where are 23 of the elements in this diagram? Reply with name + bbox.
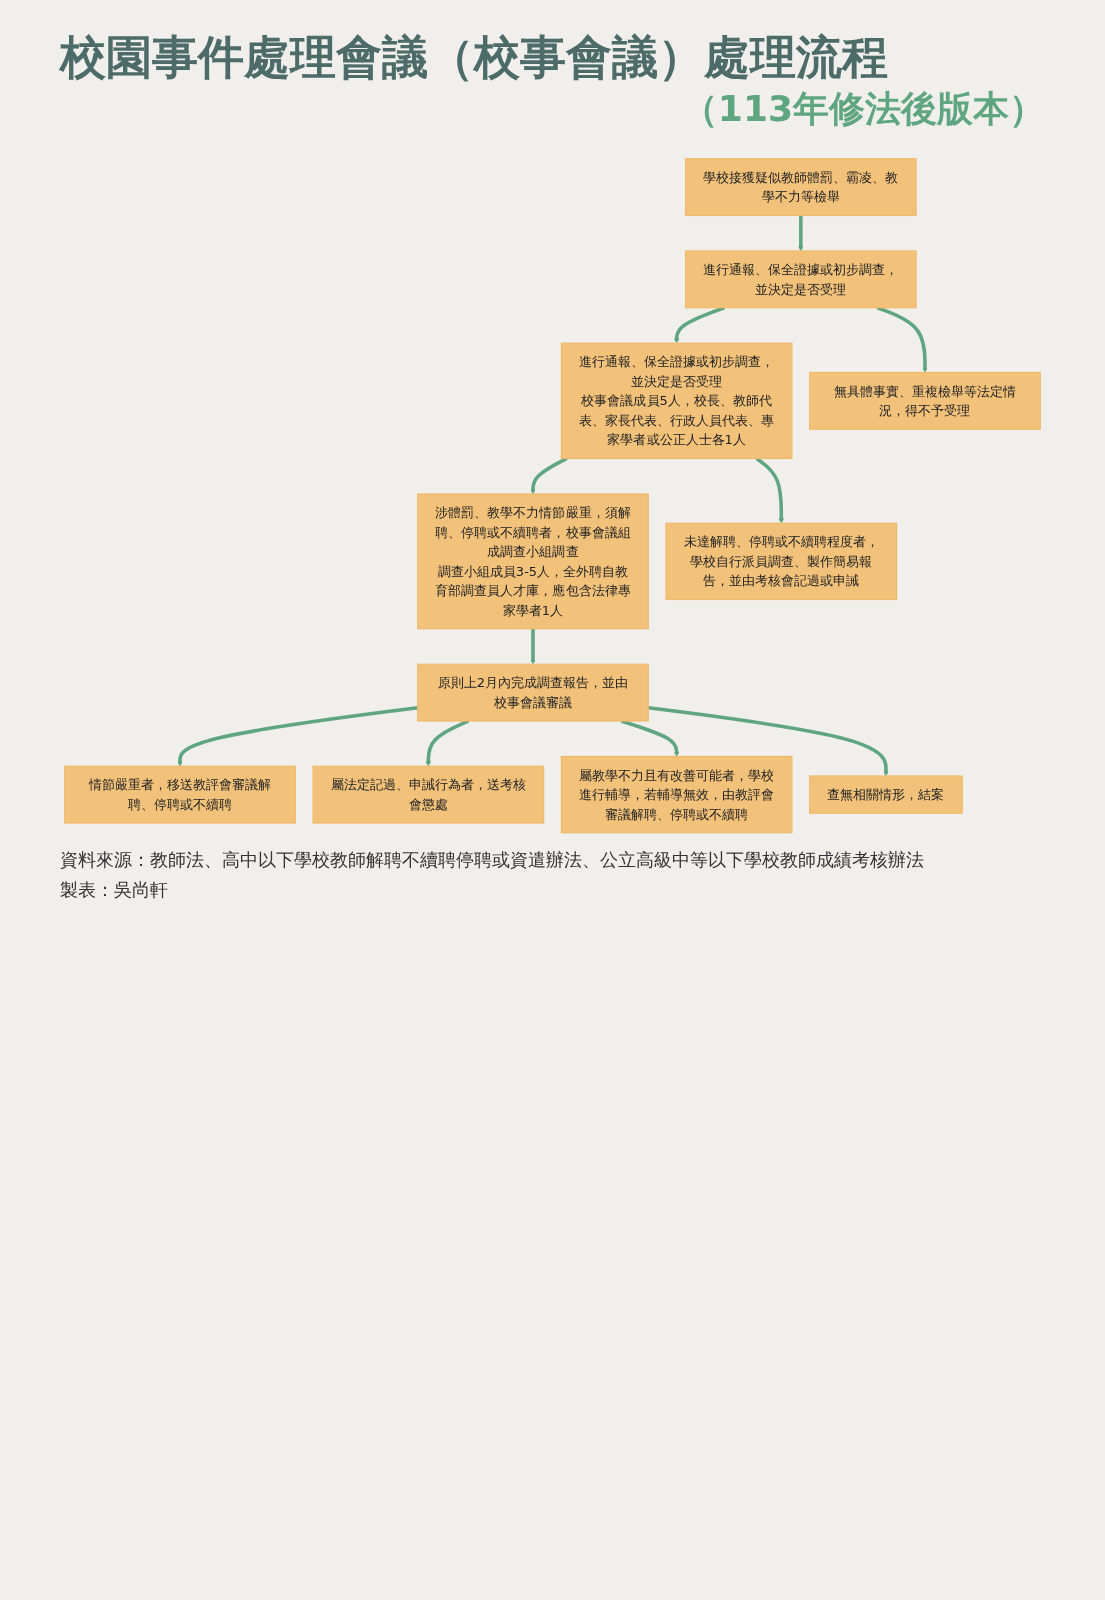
note-text: 資料來源：教師法、高中以下學校教師解聘不續聘停聘或資遣辦法、公立高級中等以下學校教師成績考核辦法 bbox=[60, 847, 925, 872]
arrow bbox=[177, 706, 418, 767]
subtitle: （113年修法後版本） bbox=[680, 87, 1045, 132]
node-box: 未達解聘、停聘或不續聘程度者，學校自行派員調查、製作簡易報告，並由考核會記過或申誡 bbox=[665, 522, 898, 601]
arrow bbox=[755, 457, 784, 524]
node-box: 屬法定記過、申誡行為者，送考核會懲處 bbox=[312, 765, 545, 824]
note-text: 製表：吳尚軒 bbox=[60, 877, 169, 902]
arrow bbox=[798, 215, 804, 252]
arrow bbox=[648, 706, 889, 777]
arrow bbox=[674, 306, 726, 344]
title: 校園事件處理會議（校事會議）處理流程 bbox=[60, 30, 889, 86]
node-box: 原則上2月內完成調查報告，並由校事會議審議 bbox=[417, 663, 649, 722]
arrow bbox=[530, 457, 568, 495]
node-box: 無具體事實、重複檢舉等法定情況，得不予受理 bbox=[809, 372, 1041, 430]
node-box: 情節嚴重者，移送教評會審議解聘、停聘或不續聘 bbox=[64, 765, 296, 824]
arrow bbox=[876, 306, 928, 373]
node-box: 進行通報、保全證據或初步調查，並決定是否受理 bbox=[684, 250, 917, 309]
arrow bbox=[530, 628, 536, 665]
node-box: 進行通報、保全證據或初步調查，並決定是否受理 校事會議成員5人，校長、教師代表、家長代表、行政人員代表、專家學者或公正人士各1人 bbox=[560, 342, 793, 460]
node-box: 查無相關情形，結案 bbox=[809, 775, 963, 814]
node-box: 涉體罰、教學不力情節嚴重，須解聘、停聘或不續聘者，校事會議組成調查小組調查 調查小組成員3-5人，全外聘自教育部調查員人才庫，應包含法律專家學者1人 bbox=[417, 493, 649, 630]
node-box: 屬教學不力且有改善可能者，學校進行輔導，若輔導無效，由教評會審議解聘、停聘或不續聘 bbox=[560, 756, 793, 834]
node-box: 學校接獲疑似教師體罰、霸凌、教學不力等檢舉 bbox=[684, 158, 917, 217]
